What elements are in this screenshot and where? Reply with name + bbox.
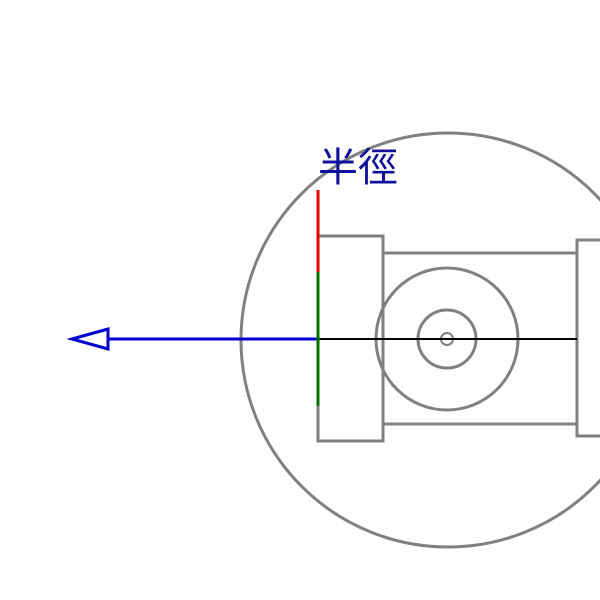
right-block [575,238,600,438]
arrow-head [66,327,110,351]
radius-label: 半徑 [318,145,398,191]
